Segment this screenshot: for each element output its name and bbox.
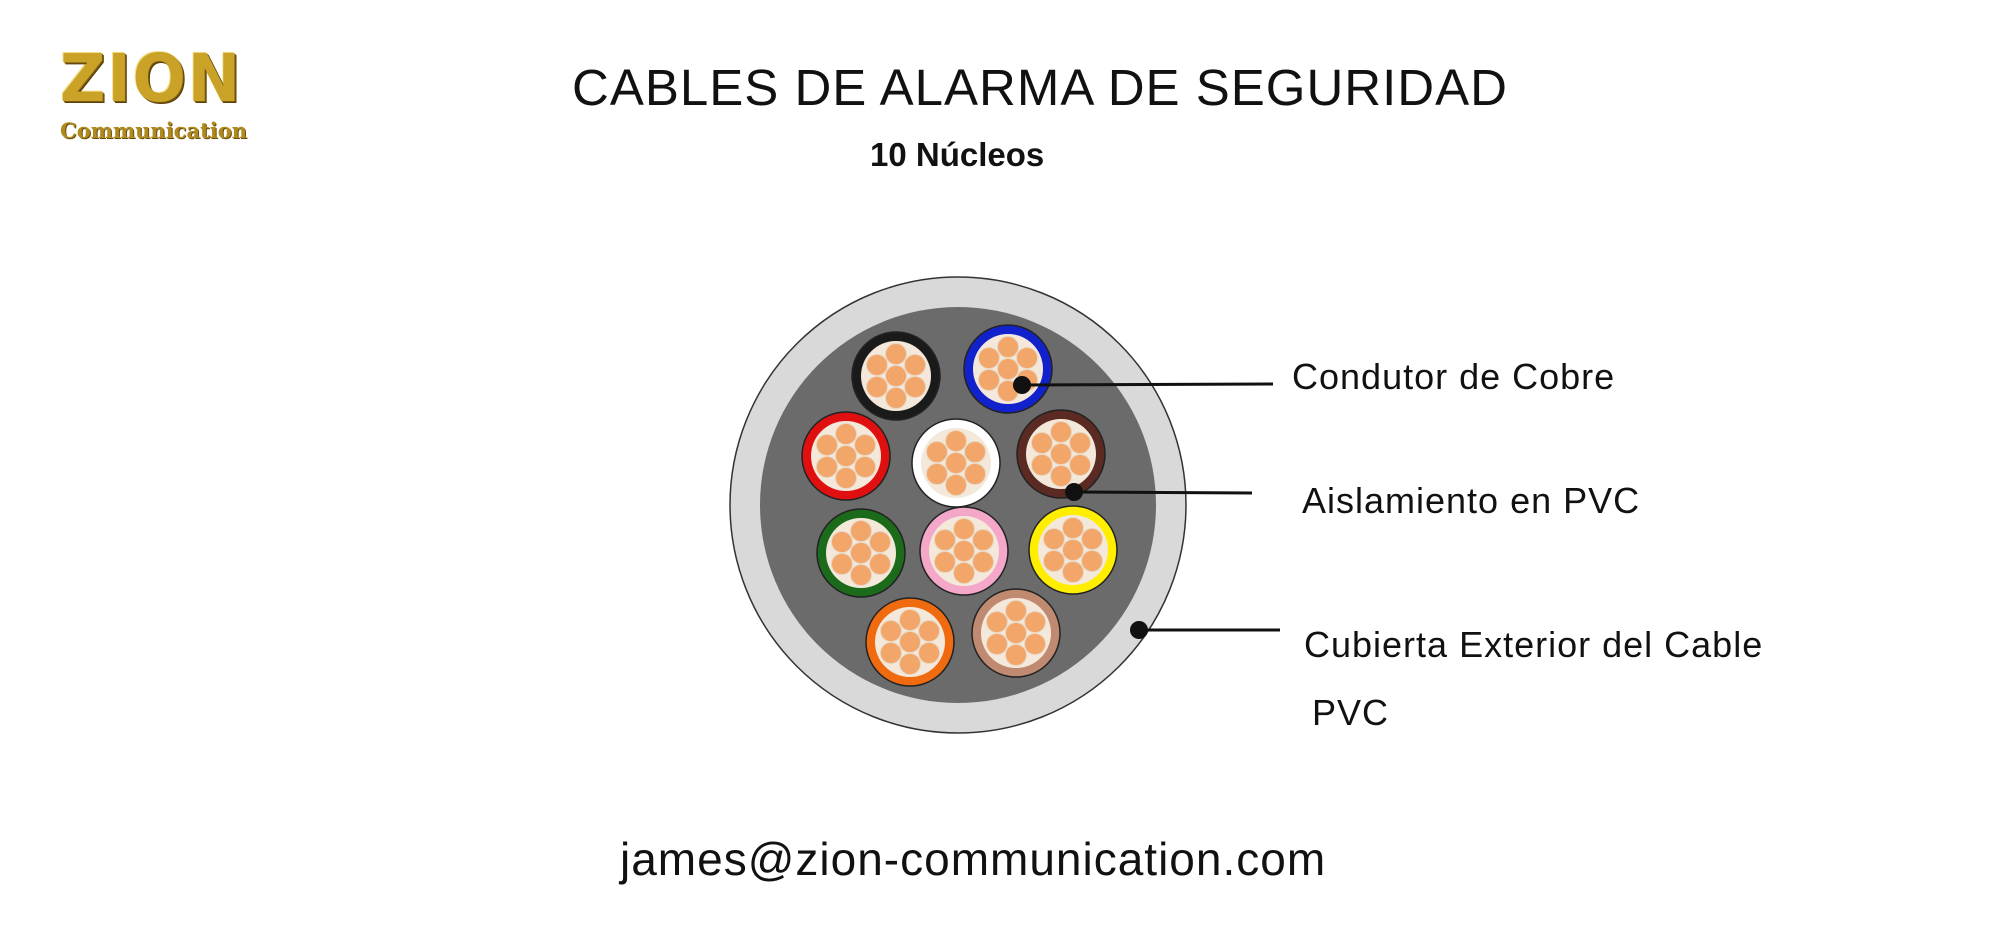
copper-strand <box>879 620 902 642</box>
copper-strand <box>835 423 857 445</box>
copper-strand <box>1062 561 1084 583</box>
copper-strand <box>835 467 857 489</box>
label-pvc-insulation: Aislamiento en PVC <box>1302 480 1641 521</box>
copper-strand <box>1050 421 1072 443</box>
copper-strand <box>953 562 975 584</box>
copper-strand <box>997 336 1019 358</box>
copper-strand <box>972 551 995 573</box>
copper-strand <box>899 631 921 653</box>
insulation-leader-line <box>1073 490 1253 495</box>
conductor-core-7 <box>919 506 1009 596</box>
copper-strand <box>1024 633 1047 655</box>
copper-strand <box>899 653 921 675</box>
copper-strand <box>869 553 892 575</box>
copper-strand <box>850 542 872 564</box>
logo-wordmark: ZION <box>60 40 243 117</box>
copper-strand <box>925 463 948 485</box>
copper-strand <box>904 354 927 376</box>
copper-strand <box>945 474 967 496</box>
copper-strand <box>918 642 941 664</box>
copper-strand <box>1005 600 1027 622</box>
copper-strand <box>1005 644 1027 666</box>
copper-strand <box>1024 611 1047 633</box>
copper-strand <box>1081 528 1104 550</box>
copper-strand <box>815 434 838 456</box>
conductor-core-9 <box>865 597 955 687</box>
copper-strand <box>1062 517 1084 539</box>
copper-strand <box>985 633 1008 655</box>
page-subtitle: 10 Núcleos <box>870 136 1045 173</box>
copper-strand <box>1042 550 1065 572</box>
copper-strand <box>925 441 948 463</box>
copper-strand <box>972 529 995 551</box>
copper-strand <box>815 456 838 478</box>
copper-strand <box>865 354 888 376</box>
copper-strand <box>1062 539 1084 561</box>
copper-strand <box>854 434 877 456</box>
conductor-core-6 <box>816 508 906 598</box>
jacket-leader-dot <box>1130 621 1148 639</box>
copper-strand <box>850 564 872 586</box>
copper-strand <box>904 376 927 398</box>
conductor-leader-line <box>1021 382 1274 387</box>
copper-strand <box>1069 432 1092 454</box>
label-outer-jacket-material: PVC <box>1312 692 1390 733</box>
copper-strand <box>1050 443 1072 465</box>
copper-strand <box>885 365 907 387</box>
copper-strand <box>1042 528 1065 550</box>
conductor-core-2 <box>963 324 1053 414</box>
logo-subtitle: Communication <box>60 118 248 143</box>
copper-strand <box>885 387 907 409</box>
copper-strand <box>964 441 987 463</box>
copper-strand <box>945 452 967 474</box>
conductor-cores <box>801 324 1118 687</box>
copper-strand <box>918 620 941 642</box>
copper-strand <box>964 463 987 485</box>
copper-strand <box>835 445 857 467</box>
conductor-core-10 <box>971 588 1061 678</box>
conductor-core-1 <box>851 331 941 421</box>
copper-strand <box>1030 432 1053 454</box>
insulation-leader-dot <box>1065 483 1083 501</box>
copper-strand <box>985 611 1008 633</box>
copper-strand <box>933 551 956 573</box>
copper-strand <box>953 540 975 562</box>
copper-strand <box>869 531 892 553</box>
conductor-leader-dot <box>1013 376 1031 394</box>
label-copper-conductor: Condutor de Cobre <box>1292 356 1616 397</box>
copper-strand <box>830 553 853 575</box>
copper-strand <box>1050 465 1072 487</box>
copper-strand <box>977 347 1000 369</box>
copper-strand <box>830 531 853 553</box>
copper-strand <box>1005 622 1027 644</box>
copper-strand <box>1069 454 1092 476</box>
copper-strand <box>854 456 877 478</box>
copper-strand <box>953 518 975 540</box>
conductor-core-4 <box>911 418 1001 508</box>
conductor-core-5 <box>1016 409 1106 499</box>
contact-email: james@zion-communication.com <box>620 833 1327 885</box>
copper-strand <box>885 343 907 365</box>
copper-strand <box>1016 347 1039 369</box>
copper-strand <box>997 358 1019 380</box>
copper-strand <box>945 430 967 452</box>
copper-strand <box>850 520 872 542</box>
copper-strand <box>1081 550 1104 572</box>
conductor-core-8 <box>1028 505 1118 595</box>
label-outer-jacket: Cubierta Exterior del Cable <box>1304 624 1764 665</box>
copper-strand <box>865 376 888 398</box>
copper-strand <box>1030 454 1053 476</box>
copper-strand <box>977 369 1000 391</box>
company-logo: ZION Communication <box>40 40 260 158</box>
conductor-core-3 <box>801 411 891 501</box>
callout-lines <box>1013 376 1280 639</box>
copper-strand <box>933 529 956 551</box>
copper-strand <box>879 642 902 664</box>
page-title: CABLES DE ALARMA DE SEGURIDAD <box>572 59 1508 116</box>
copper-strand <box>899 609 921 631</box>
